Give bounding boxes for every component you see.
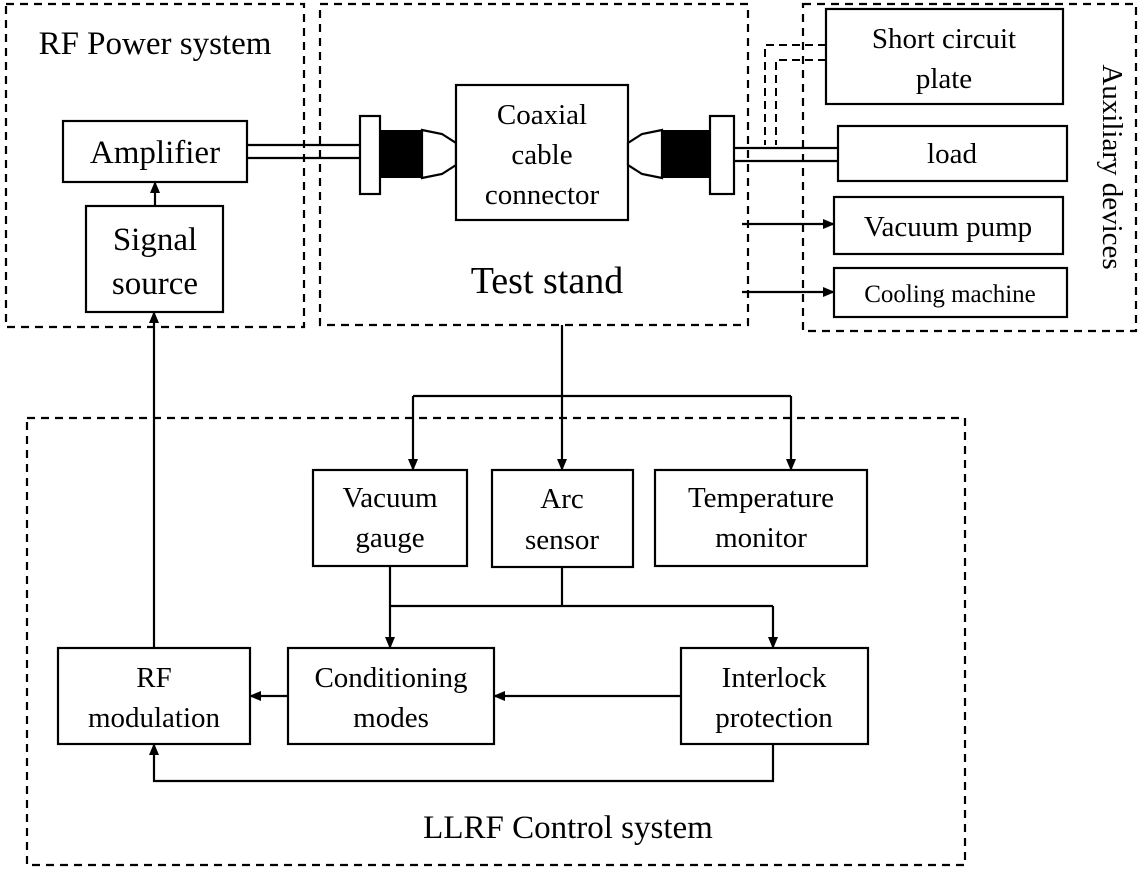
- coaxial-label-line3: connector: [485, 179, 600, 211]
- vacuum-gauge-label-line1: Vacuum: [342, 482, 437, 514]
- test-stand-label: Test stand: [471, 260, 623, 302]
- coaxial-cable-connector-block: Coaxial cable connector: [454, 83, 630, 222]
- auxiliary-devices-frame: [801, 2, 1138, 333]
- interlock-protection-block: Interlock protection: [679, 646, 870, 746]
- signal-source-block: Signal source: [84, 204, 225, 314]
- arc-sensor-block: Arc sensor: [490, 468, 635, 569]
- test-stand-frame: [318, 2, 750, 327]
- signal-source-label-line1: Signal: [113, 222, 197, 258]
- coaxial-label-line2: cable: [511, 139, 572, 171]
- vacuum-gauge-label-line2: gauge: [355, 522, 424, 554]
- conditioning-modes-label-line1: Conditioning: [314, 662, 467, 694]
- short-circuit-label-line2: plate: [916, 63, 972, 95]
- temperature-monitor-label-line1: Temperature: [688, 482, 834, 514]
- amplifier-block: Amplifier: [61, 119, 249, 184]
- output-connector: [626, 114, 736, 196]
- conditioning-modes-label-line2: modes: [353, 702, 429, 734]
- arc-sensor-label-line2: sensor: [525, 524, 599, 556]
- short-circuit-plate-block: Short circuit plate: [824, 7, 1065, 106]
- short-circuit-dashed-link-2: [775, 59, 826, 145]
- llrf-control-system-label: LLRF Control system: [423, 810, 713, 846]
- signal-source-label-line2: source: [112, 266, 198, 302]
- short-circuit-dashed-link-1: [764, 44, 826, 145]
- rf-modulation-block: RF modulation: [56, 646, 252, 746]
- load-block: load: [836, 124, 1069, 183]
- conditioning-modes-block: Conditioning modes: [286, 646, 496, 746]
- rf-modulation-label-line2: modulation: [88, 702, 221, 734]
- temperature-monitor-label-line2: monitor: [715, 522, 807, 554]
- interlock-protection-label-line2: protection: [715, 702, 833, 734]
- arc-sensor-label-line1: Arc: [540, 483, 583, 515]
- vacuum-pump-label: Vacuum pump: [864, 211, 1032, 243]
- input-connector: [358, 114, 458, 196]
- rf-modulation-label-line1: RF: [136, 662, 171, 694]
- load-label: load: [927, 138, 977, 170]
- amplifier-label: Amplifier: [90, 135, 220, 171]
- output-coax-line: [734, 146, 838, 163]
- cooling-machine-block: Cooling machine: [832, 266, 1069, 319]
- vacuum-gauge-block: Vacuum gauge: [311, 468, 469, 568]
- vacuum-pump-block: Vacuum pump: [832, 195, 1065, 256]
- llrf-control-system-frame: [25, 416, 967, 867]
- interlock-protection-label-line1: Interlock: [722, 662, 827, 694]
- short-circuit-label-line1: Short circuit: [872, 23, 1016, 55]
- auxiliary-devices-label: Auxiliary devices: [1096, 64, 1128, 269]
- temperature-monitor-block: Temperature monitor: [653, 468, 869, 568]
- interlock-to-rf-modulation-arrow: [149, 743, 775, 783]
- input-coax-line: [247, 143, 360, 160]
- rf-power-system-label: RF Power system: [39, 26, 272, 62]
- coaxial-label-line1: Coaxial: [497, 99, 587, 131]
- cooling-machine-label: Cooling machine: [864, 281, 1036, 308]
